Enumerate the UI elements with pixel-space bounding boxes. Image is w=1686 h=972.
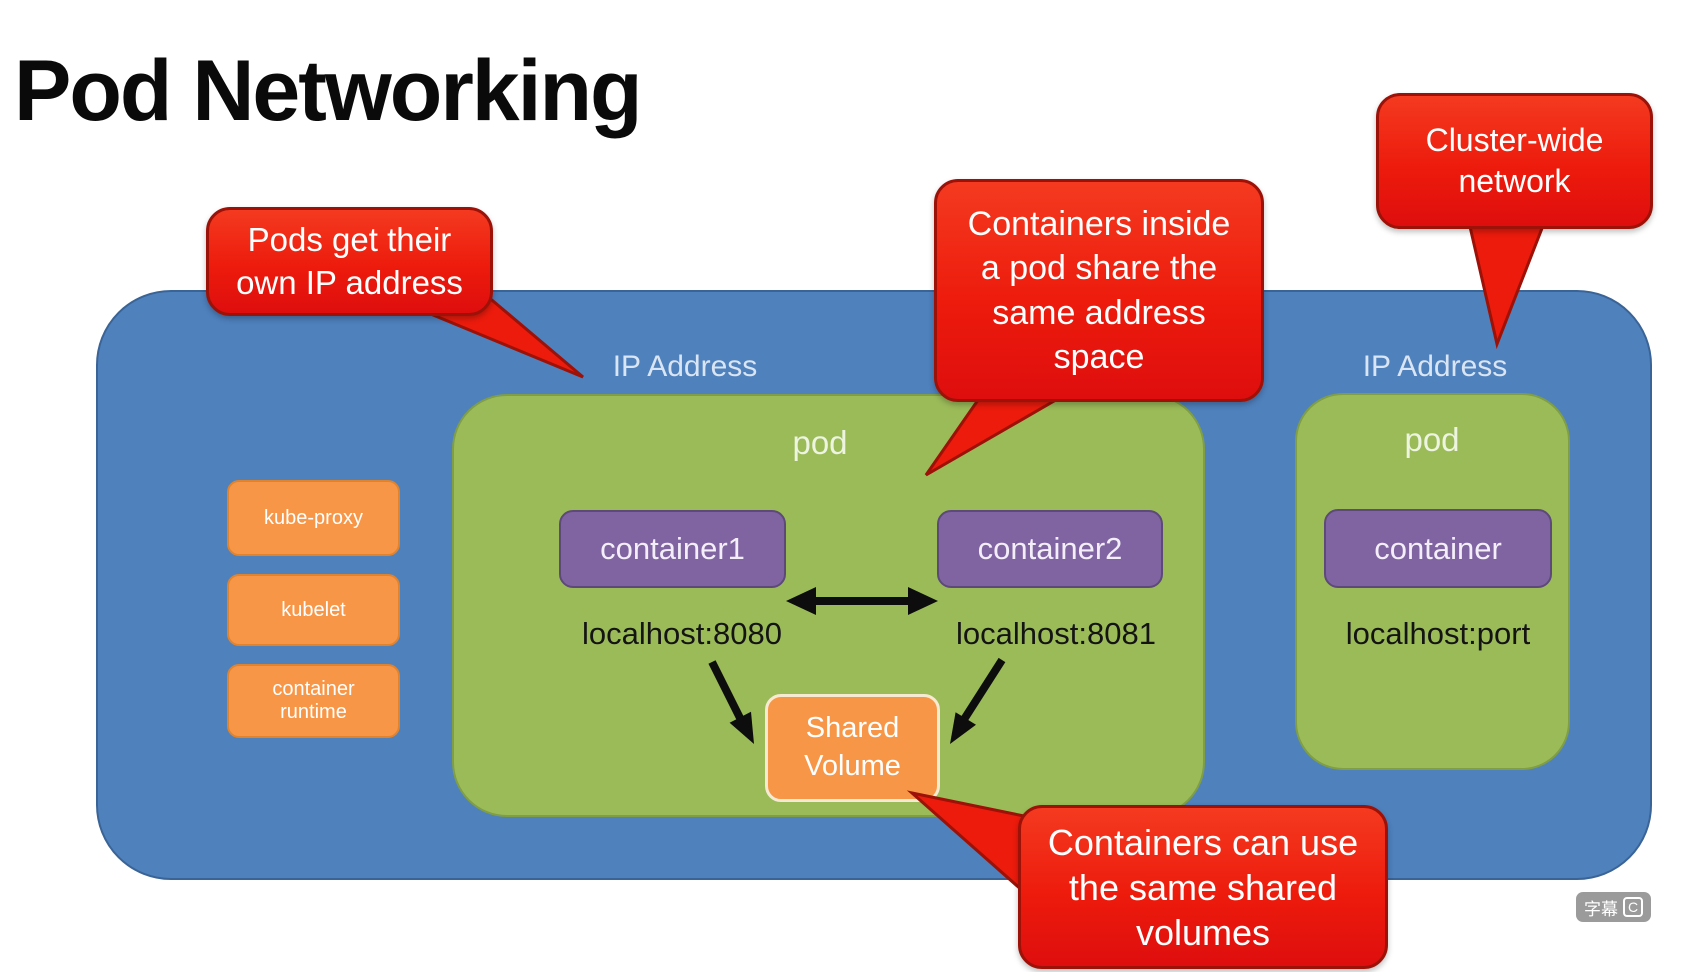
shared-volume-box: Shared Volume: [765, 694, 940, 802]
container2-box: container2: [937, 510, 1163, 588]
right-pod-label: pod: [1404, 421, 1460, 458]
container2-endpoint-label: localhost:8081: [956, 616, 1156, 651]
node-component-kubelet: kubelet: [227, 574, 400, 646]
subtitle-badge-label: 字幕: [1584, 899, 1618, 919]
ip-address-label-left: IP Address: [612, 350, 758, 383]
callout-pods-get-own-ip: Pods get their own IP address: [206, 207, 493, 316]
callout-shared-address-space: Containers inside a pod share the same a…: [934, 179, 1264, 402]
right-container-endpoint-label: localhost:port: [1345, 616, 1531, 651]
node-component-container-runtime: container runtime: [227, 664, 400, 738]
right-container-box: container: [1324, 509, 1552, 588]
container1-endpoint-label: localhost:8080: [582, 616, 782, 651]
page-title: Pod Networking: [14, 43, 643, 139]
callout-cluster-wide-network: Cluster-wide network: [1376, 93, 1653, 229]
node-component-kube-proxy: kube-proxy: [227, 480, 400, 556]
main-pod-label: pod: [792, 424, 848, 461]
subtitle-badge-key: C: [1623, 897, 1643, 917]
ip-address-label-right: IP Address: [1362, 350, 1508, 383]
container1-box: container1: [559, 510, 786, 588]
subtitle-indicator-badge: 字幕 C: [1576, 892, 1651, 922]
callout-shared-volumes: Containers can use the same shared volum…: [1018, 805, 1388, 969]
